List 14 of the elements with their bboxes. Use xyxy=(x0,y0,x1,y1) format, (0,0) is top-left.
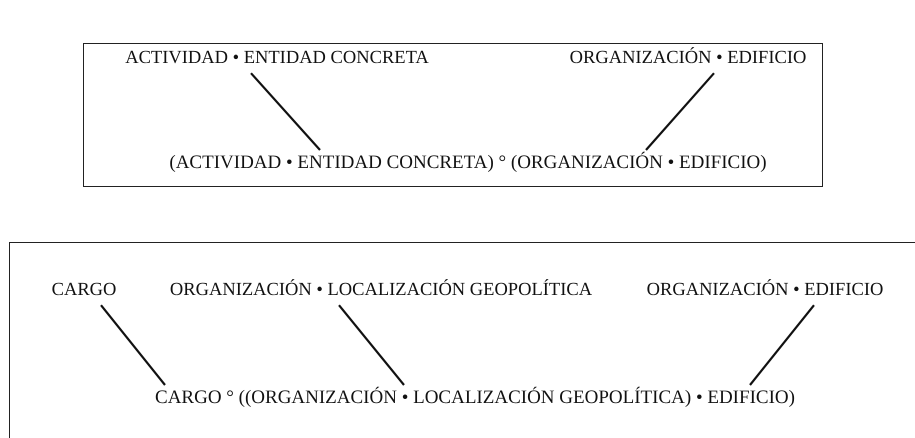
term-label: CARGO xyxy=(52,279,116,302)
connector-line xyxy=(749,304,815,386)
frame-box xyxy=(83,43,823,187)
term-label: ACTIVIDAD • ENTIDAD CONCRETA xyxy=(125,47,429,70)
frame-box xyxy=(9,242,915,438)
connector-line xyxy=(250,72,321,151)
term-label: ORGANIZACIÓN • EDIFICIO xyxy=(570,47,806,70)
term-label: ORGANIZACIÓN • EDIFICIO xyxy=(646,279,884,302)
combined-term: CARGO ° ((ORGANIZACIÓN • LOCALIZACIÓN GEOPOLÍTICA) • EDIFICIO) xyxy=(155,387,795,410)
term-label: ORGANIZACIÓN • LOCALIZACIÓN GEOPOLÍTICA xyxy=(170,279,592,302)
combined-term: (ACTIVIDAD • ENTIDAD CONCRETA) ° (ORGANIZACIÓN • EDIFICIO) xyxy=(169,152,767,175)
connector-line xyxy=(338,304,405,386)
connector-line xyxy=(645,72,715,151)
connector-line xyxy=(100,304,166,386)
